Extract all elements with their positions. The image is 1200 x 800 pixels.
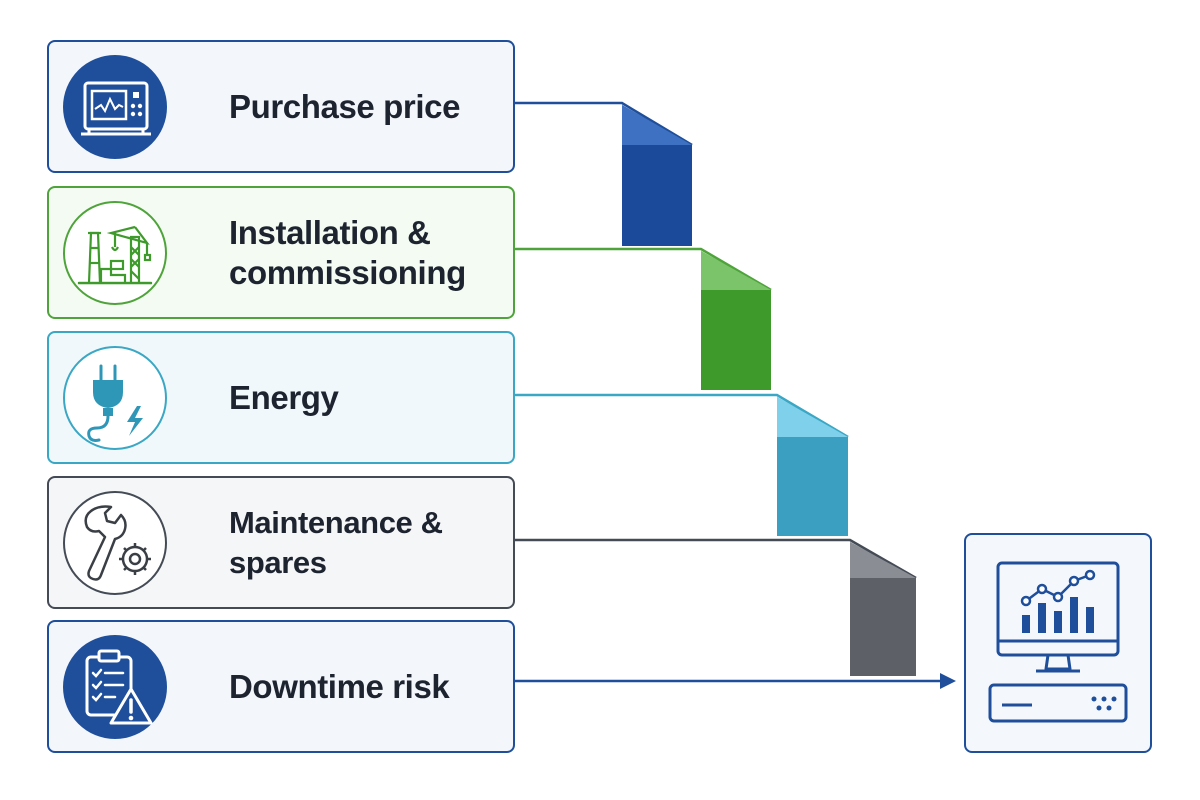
crane-factory-icon — [63, 201, 167, 305]
stage-purchase-price: Purchase price — [47, 40, 515, 173]
total-cost-result — [964, 533, 1152, 753]
stage-label: Purchase price — [229, 87, 461, 125]
waterfall-step-purchase-price — [515, 101, 693, 246]
stage-label: Energy — [229, 378, 339, 416]
wrench-gear-icon — [63, 491, 167, 595]
stage-energy: Energy — [47, 331, 515, 464]
stage-downtime-risk: Downtime risk — [47, 620, 515, 753]
stage-label: Downtime risk — [229, 667, 450, 705]
waterfall-step-maintenance — [515, 538, 917, 676]
stage-label: Installation & commissioning — [229, 213, 466, 291]
analytics-computer-icon — [988, 561, 1128, 723]
clipboard-warning-icon — [63, 635, 167, 739]
stage-label: Maintenance & spares — [229, 504, 443, 580]
total-cost-arrow — [515, 673, 956, 689]
stage-installation-commissioning: Installation & commissioning — [47, 186, 515, 319]
equipment-monitor-icon — [63, 55, 167, 159]
waterfall-step-energy — [515, 393, 849, 536]
stage-maintenance-spares: Maintenance & spares — [47, 476, 515, 609]
power-plug-icon — [63, 346, 167, 450]
waterfall-step-installation — [515, 247, 772, 390]
